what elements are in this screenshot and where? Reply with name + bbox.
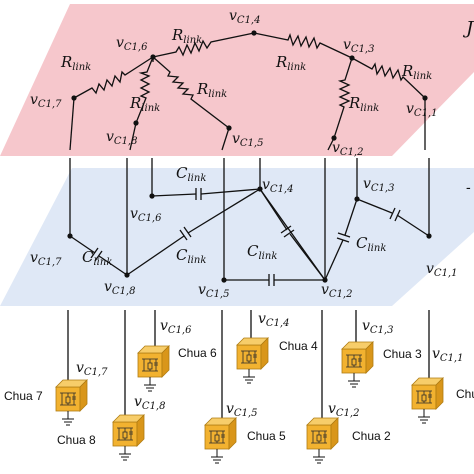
- node-label-v15-top: vC1,5: [232, 131, 263, 149]
- node-label-v13-top: vC1,3: [343, 37, 374, 55]
- node-label-v13-bottom: vC1,3: [363, 176, 394, 194]
- resistive-layer: Rlink Rlink Rlink Rlink Rlink Rlink Rlin…: [30, 8, 437, 158]
- node-v16-bottom: [149, 193, 155, 199]
- clink-label-e: Clink: [356, 234, 386, 254]
- node-label-v12-bottom: vC1,2: [321, 282, 352, 300]
- node-v15-bottom: [221, 277, 227, 283]
- chua-block-6: [137, 345, 170, 392]
- chua-label-8: Chua 8: [57, 433, 96, 447]
- clink-label-d: Clink: [247, 242, 277, 262]
- node-label-v16-bottom: vC1,6: [130, 206, 162, 224]
- node-v12-bottom: [322, 277, 328, 283]
- node-v13-top: [349, 55, 355, 61]
- resistive-layer-plane: [0, 4, 474, 156]
- node-v11-bottom: [426, 233, 432, 239]
- node-label-v18-top: vC1,8: [106, 129, 137, 147]
- chua-block-3: [341, 341, 374, 388]
- chua-label-1: Chua 1: [456, 387, 474, 401]
- rlink-label-b: Rlink: [60, 53, 91, 73]
- node-label-v14-bottom: vC1,4: [262, 177, 293, 195]
- chua-block-8: [112, 414, 145, 461]
- chua-block-4: [236, 337, 269, 384]
- node-v13-bottom: [354, 196, 360, 202]
- node-label-v18-bottom: vC1,8: [104, 279, 135, 297]
- node-label-v17-bottom: vC1,7: [30, 250, 62, 268]
- rlink-label-f: Rlink: [348, 94, 379, 114]
- chua-circuits: vC1,7 vC1,8 vC1,6 vC1,5 vC1,4 vC1,2 vC1,…: [4, 310, 474, 464]
- chua-block-5: [204, 417, 237, 464]
- resistor-hub-v18: [135, 56, 154, 124]
- chua-label-2: Chua 2: [352, 429, 391, 443]
- capacitive-layer: Clink Clink Clink Clink Clink vC1,6 vC1,…: [30, 164, 457, 300]
- wire-label-v18: vC1,8: [134, 394, 165, 412]
- resistor-hub-v14: [152, 32, 255, 58]
- chua-label-5: Chua 5: [247, 429, 286, 443]
- node-label-v16-top: vC1,6: [116, 35, 148, 53]
- resistor-v14-v13: [253, 32, 353, 59]
- resistor-hub-v15: [152, 56, 230, 129]
- chua-block-1: [411, 377, 444, 424]
- chua-label-3: Chua 3: [383, 347, 422, 361]
- resistor-hub-v17: [73, 56, 154, 99]
- node-v17-bottom: [67, 233, 73, 239]
- hub-node: [150, 54, 156, 60]
- chua-label-7: Chua 7: [4, 389, 43, 403]
- rlink-label-a: Rlink: [171, 26, 202, 46]
- resistor-v13-v12: [333, 57, 353, 139]
- chua-block-2: [306, 417, 339, 464]
- chua-label-6: Chua 6: [178, 346, 217, 360]
- clink-label-c: Clink: [176, 246, 206, 266]
- node-label-v12-top: vC1,2: [332, 140, 363, 158]
- clink-label-b: Clink: [82, 248, 112, 268]
- wire-label-v12: vC1,2: [328, 401, 359, 419]
- rlink-label-e: Rlink: [275, 53, 306, 73]
- wire-label-v16: vC1,6: [160, 318, 192, 336]
- node-label-v11-top: vC1,1: [406, 101, 437, 119]
- layer-edge-mark-bottom: -: [466, 180, 471, 196]
- node-label-v15-bottom: vC1,5: [198, 282, 229, 300]
- chua-block-7: [55, 379, 88, 426]
- rlink-label-d: Rlink: [196, 80, 227, 100]
- node-v14-top: [251, 30, 257, 36]
- rlink-label-c: Rlink: [129, 94, 160, 114]
- wire-label-v17: vC1,7: [76, 360, 108, 378]
- node-v18-bottom: [124, 272, 130, 278]
- node-v14-bottom: [257, 186, 263, 192]
- node-label-v14-top: vC1,4: [229, 8, 260, 26]
- resistor-v13-v11: [351, 57, 426, 99]
- wire-label-v13: vC1,3: [362, 318, 393, 336]
- wire-label-v14: vC1,4: [258, 311, 289, 329]
- node-label-v17-top: vC1,7: [30, 92, 62, 110]
- rlink-label-g: Rlink: [401, 62, 432, 82]
- inter-layer-wires: [69, 97, 430, 280]
- wire-label-v11: vC1,1: [432, 346, 463, 364]
- wire-label-v15: vC1,5: [226, 401, 257, 419]
- node-label-v11-bottom: vC1,1: [426, 261, 457, 279]
- chua-blocks: [55, 337, 444, 464]
- clink-label-a: Clink: [176, 164, 206, 184]
- chua-label-4: Chua 4: [279, 339, 318, 353]
